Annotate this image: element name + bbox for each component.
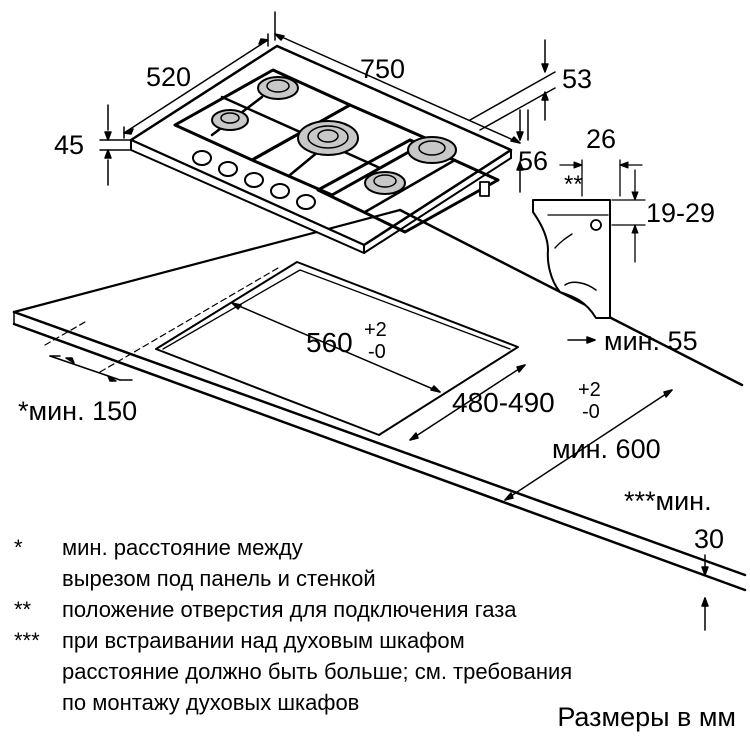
gas-marker: ** bbox=[564, 171, 583, 198]
footnote-1: * мин. расстояние между bbox=[14, 532, 750, 563]
footnote-3-line1: при встраивании над духовым шкафом bbox=[62, 628, 465, 653]
footnote-3-line2: расстояние должно быть больше; см. требо… bbox=[62, 659, 573, 684]
burner-front-left bbox=[211, 109, 249, 131]
dim-53: 53 bbox=[562, 64, 592, 94]
footnote-2: ** положение отверстия для подключения г… bbox=[14, 594, 750, 625]
gas-connection-detail bbox=[532, 159, 646, 319]
dimension-lines bbox=[49, 11, 709, 631]
footnote-1-line2: вырезом под панель и стенкой bbox=[62, 566, 376, 591]
dimension-labels: 520 750 45 53 56 26 ** 19-29 560 +2 -0 4… bbox=[18, 54, 724, 554]
countertop bbox=[12, 208, 747, 592]
units-label: Размеры в мм bbox=[557, 702, 736, 732]
dim-480-490-tol-minus: -0 bbox=[582, 401, 600, 423]
footnote-1-mark: * bbox=[14, 535, 23, 560]
burner-rear-left bbox=[257, 76, 299, 100]
footnote-3-line3: по монтажу духовых шкафов bbox=[62, 690, 360, 715]
dim-480-490: 480-490 bbox=[452, 387, 555, 418]
dim-480-490-tol-plus: +2 bbox=[578, 379, 601, 401]
footnote-2-mark: ** bbox=[14, 597, 32, 622]
cutout bbox=[44, 261, 519, 436]
footnote-2-line1: положение отверстия для подключения газа bbox=[62, 597, 517, 622]
dim-560-tol-minus: -0 bbox=[368, 341, 386, 363]
dim-min-below-value: 30 bbox=[694, 524, 724, 554]
hob bbox=[129, 44, 513, 254]
burner-wok bbox=[297, 120, 359, 156]
dim-min-below-label: ***мин. bbox=[624, 486, 712, 516]
control-knobs bbox=[192, 150, 316, 210]
dim-520: 520 bbox=[146, 62, 191, 92]
footnotes: * мин. расстояние между вырезом под пане… bbox=[14, 532, 750, 718]
footnote-3: *** при встраивании над духовым шкафом bbox=[14, 625, 750, 656]
dim-45: 45 bbox=[54, 130, 84, 160]
dim-560: 560 bbox=[306, 327, 353, 358]
dim-750: 750 bbox=[360, 54, 405, 84]
dim-min-600: мин. 600 bbox=[552, 434, 661, 464]
footnote-1-line1: мин. расстояние между bbox=[62, 535, 303, 560]
dim-19-29: 19-29 bbox=[646, 198, 715, 228]
burner-front-right bbox=[364, 171, 406, 195]
dim-560-tol-plus: +2 bbox=[364, 319, 387, 341]
dim-min-55: мин. 55 bbox=[604, 326, 698, 356]
footnote-3-mark: *** bbox=[14, 628, 40, 653]
dim-min-150: *мин. 150 bbox=[18, 396, 137, 426]
dim-26: 26 bbox=[586, 124, 616, 154]
burner-rear-right bbox=[407, 136, 457, 164]
dim-56: 56 bbox=[518, 146, 548, 176]
